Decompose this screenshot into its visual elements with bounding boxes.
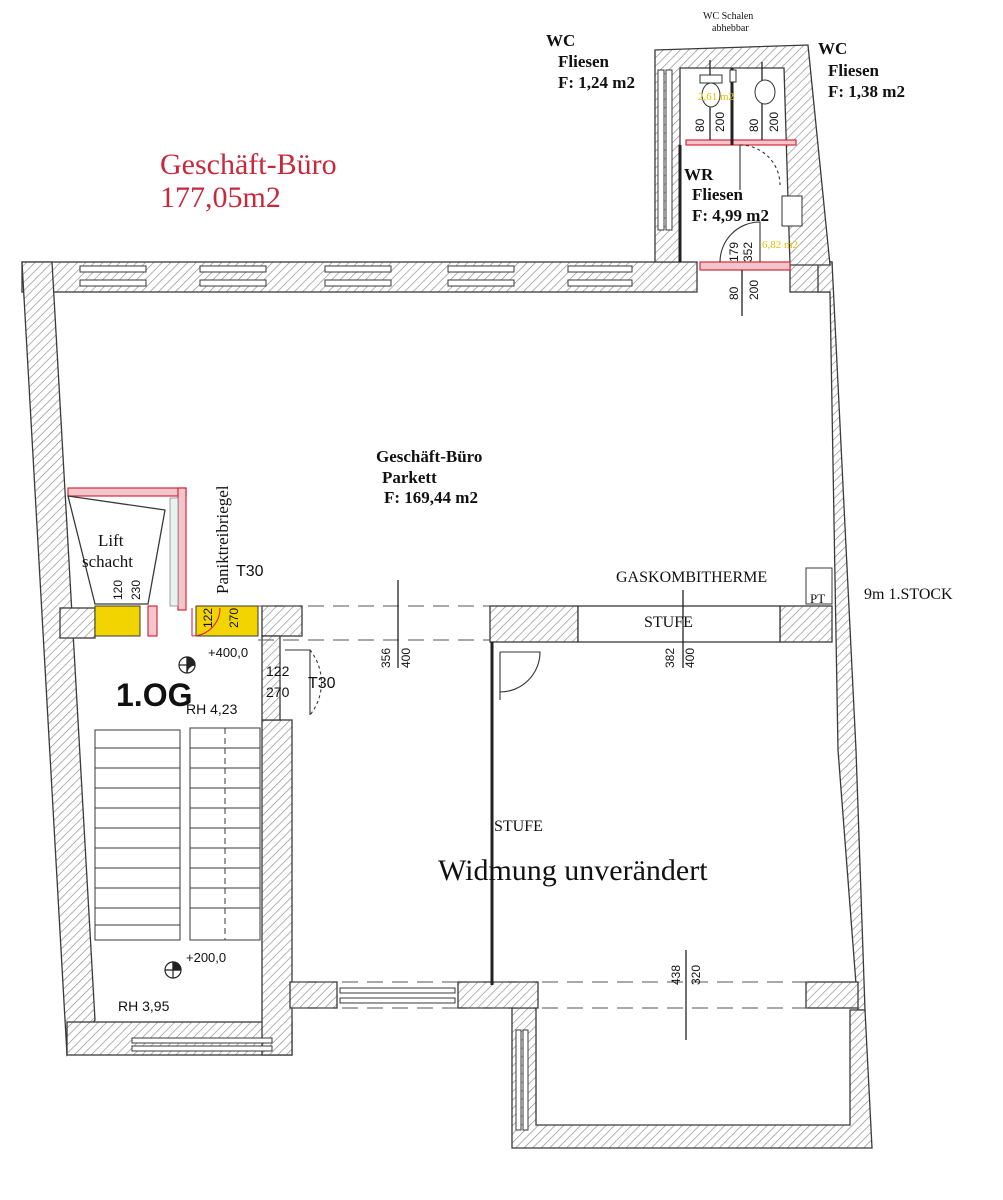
wc-fixtures xyxy=(699,69,803,227)
level-lower-label: +200,0 xyxy=(186,950,226,965)
wc-left-area: F: 1,24 m2 xyxy=(558,73,635,92)
yellow-area-right: 6,82 m2 xyxy=(762,239,798,251)
stufe-right-label: STUFE xyxy=(644,614,693,631)
wc-right-floor: Fliesen xyxy=(828,61,880,80)
dim-wc-left-1: 80 xyxy=(693,118,707,132)
wall-left-outer xyxy=(21,261,96,1057)
dim-center-2: 400 xyxy=(399,648,413,668)
main-room-name: Geschäft-Büro xyxy=(376,447,482,466)
dim-wr-1: 179 xyxy=(727,242,741,262)
t30-lower: T30 xyxy=(308,675,336,692)
wall-stair-right xyxy=(261,719,293,1056)
title-block: Geschäft-Büro 177,05m2 xyxy=(160,148,337,214)
dim-t30-1: 122 xyxy=(266,663,290,679)
lift-shaft-inner xyxy=(169,497,179,607)
lift-label-1: Lift xyxy=(98,531,124,550)
dim-right-2: 400 xyxy=(683,648,697,668)
room-labels: WC Fliesen F: 1,24 m2 WC Fliesen F: 1,38… xyxy=(376,11,905,507)
wr-floor: Fliesen xyxy=(692,185,744,204)
wall-annex xyxy=(511,1007,873,1149)
stufe-ledge xyxy=(577,605,781,643)
dim-lift-2: 230 xyxy=(129,580,143,600)
dim-bottom-2: 320 xyxy=(689,965,703,985)
wall-mid-horizontal-2 xyxy=(457,981,539,1009)
pt-label: PT xyxy=(810,591,825,606)
level-markers xyxy=(164,656,196,979)
staircase xyxy=(94,727,261,941)
dim-main-door-1: 80 xyxy=(727,286,741,300)
wall-stair-left-seg xyxy=(59,607,96,639)
wc-right-area: F: 1,38 m2 xyxy=(828,82,905,101)
dim-wr-2: 352 xyxy=(741,242,755,262)
title-area: 177,05m2 xyxy=(160,181,281,214)
pier-d xyxy=(261,635,281,721)
lift-shaft xyxy=(67,495,166,605)
widmung-label: Widmung unverändert xyxy=(438,854,708,887)
title-name: Geschäft-Büro xyxy=(160,148,337,181)
stock-note: 9m 1.STOCK xyxy=(864,586,953,603)
floor-level-label: 1.OG xyxy=(116,677,192,713)
dim-wc-right-1: 80 xyxy=(747,118,761,132)
dim-panic-2: 270 xyxy=(227,608,241,628)
pier-a xyxy=(489,605,579,643)
t30-upper: T30 xyxy=(236,563,264,580)
wall-bottom-right-pier xyxy=(805,981,859,1009)
dim-lift-1: 120 xyxy=(111,580,125,600)
dim-panic-1: 122 xyxy=(201,608,215,628)
wr-name: WR xyxy=(684,165,714,184)
dim-wc-left-2: 200 xyxy=(713,112,727,132)
wc-left-floor: Fliesen xyxy=(558,52,610,71)
wc-note-2: abhebbar xyxy=(712,23,749,34)
yellow-area-left: 2,61 m2 xyxy=(698,91,734,103)
yellow-walls xyxy=(94,605,259,637)
wall-wc-annex xyxy=(654,44,831,266)
gaskombi-label: GASKOMBITHERME xyxy=(616,569,767,586)
wr-area: F: 4,99 m2 xyxy=(692,206,769,225)
wc-left-name: WC xyxy=(546,31,575,50)
dim-right-1: 382 xyxy=(663,648,677,668)
dim-center-1: 356 xyxy=(379,648,393,668)
stufe-lower-label: STUFE xyxy=(494,818,543,835)
panic-bolt-label: Paniktreibriegel xyxy=(213,485,232,594)
pier-c xyxy=(261,605,303,637)
wc-note-1: WC Schalen xyxy=(703,11,753,22)
misc-labels: T30 T30 GASKOMBITHERME STUFE STUFE 9m 1.… xyxy=(116,91,953,1014)
rh-upper-label: RH 4,23 xyxy=(186,701,238,717)
t30-door-dims: 122 270 xyxy=(266,663,290,700)
main-room-area: F: 169,44 m2 xyxy=(384,488,478,507)
doors xyxy=(191,144,781,716)
pier-b xyxy=(779,605,833,643)
opening-lines xyxy=(258,605,808,1009)
main-room-floor: Parkett xyxy=(382,468,437,487)
dim-t30-2: 270 xyxy=(266,684,290,700)
wall-mid-horizontal xyxy=(289,981,338,1009)
dimension-labels: 80 200 80 200 179 352 80 200 120 230 122… xyxy=(111,112,781,985)
rh-lower-label: RH 3,95 xyxy=(118,998,170,1014)
gas-unit xyxy=(805,567,833,605)
dim-wc-right-2: 200 xyxy=(767,112,781,132)
windows-top xyxy=(79,69,673,1131)
lift-label-2: schacht xyxy=(82,552,133,571)
dim-bottom-1: 438 xyxy=(669,965,683,985)
dim-main-door-2: 200 xyxy=(747,280,761,300)
level-upper-label: +400,0 xyxy=(208,645,248,660)
wc-right-name: WC xyxy=(818,39,847,58)
lift-label: Lift schacht xyxy=(82,531,133,571)
